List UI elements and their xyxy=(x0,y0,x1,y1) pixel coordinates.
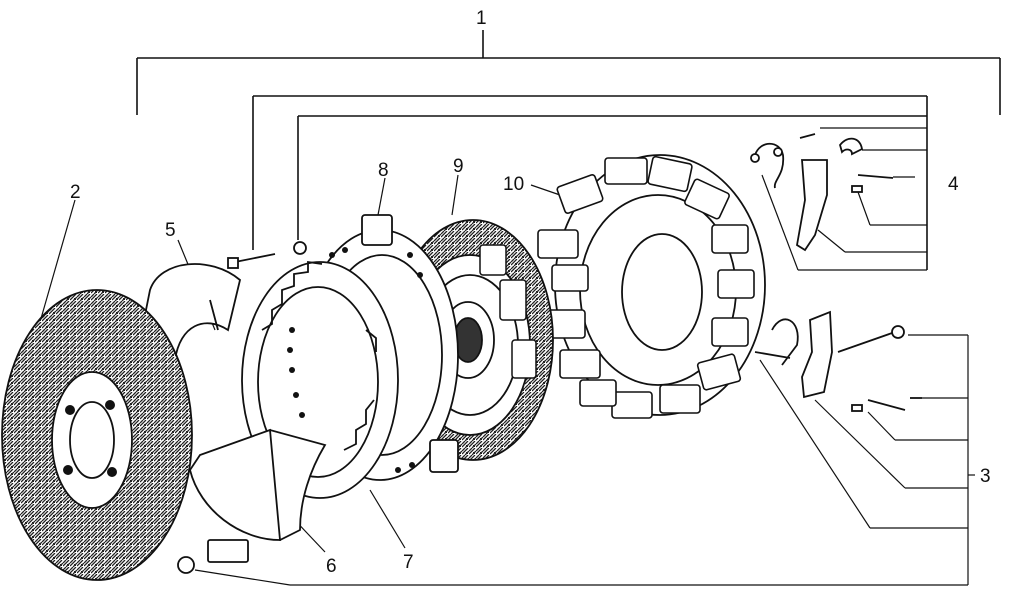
flywheel-disc xyxy=(1,289,193,581)
callout-1: 1 xyxy=(476,8,487,29)
callout-2: 2 xyxy=(70,182,81,203)
inner-brackets xyxy=(252,95,928,270)
lever-kit-3 xyxy=(754,310,922,412)
callout-labels: 1 2 3 4 5 6 7 8 9 10 xyxy=(70,8,991,577)
callout-9: 9 xyxy=(453,156,464,177)
assembly-bracket xyxy=(136,30,1001,115)
callout-5: 5 xyxy=(165,220,176,241)
fasteners xyxy=(177,241,307,574)
callout-8: 8 xyxy=(378,160,389,181)
lever-kit-4 xyxy=(750,133,894,252)
callout-6: 6 xyxy=(326,556,337,577)
spacer-shield xyxy=(189,428,327,563)
pressure-plate-cover xyxy=(537,154,766,419)
callout-4: 4 xyxy=(948,174,959,195)
callout-3: 3 xyxy=(980,466,991,487)
group-3-leaders xyxy=(194,334,975,586)
callout-7: 7 xyxy=(403,552,414,573)
group-4-leaders xyxy=(761,127,927,271)
callout-10: 10 xyxy=(503,174,524,195)
